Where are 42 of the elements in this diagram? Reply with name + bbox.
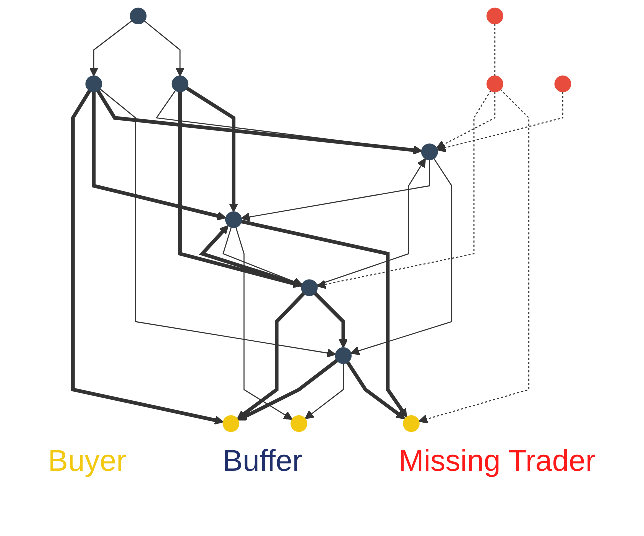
category-label: Missing Trader (399, 445, 596, 479)
node-circle (130, 8, 147, 25)
arrow (144, 20, 185, 77)
node-circle (421, 144, 438, 160)
arrow (89, 20, 133, 77)
node-circle (86, 76, 102, 92)
arrow (346, 361, 406, 420)
arrow (71, 90, 224, 425)
arrow (314, 292, 348, 348)
arrow (316, 90, 492, 290)
arrow (238, 359, 338, 421)
arrow (350, 158, 453, 356)
arrow (186, 86, 238, 213)
arrow (199, 225, 303, 288)
category-label: Buffer (223, 445, 303, 479)
arrow (316, 158, 426, 286)
arrow (156, 90, 422, 155)
arrow (241, 220, 408, 418)
connector (494, 24, 496, 76)
arrow (236, 227, 293, 420)
arrow (304, 364, 344, 420)
arrow (92, 92, 227, 221)
node-circle (486, 76, 504, 92)
category-label: Buyer (48, 445, 127, 479)
node-circle (225, 212, 242, 228)
node-circle (335, 348, 352, 364)
node-circle (486, 8, 504, 25)
node-circle (290, 415, 308, 432)
arrow (178, 92, 302, 288)
node-circle (172, 76, 189, 92)
arrow (241, 160, 430, 222)
arrow (436, 92, 564, 153)
arrow (96, 90, 422, 155)
arrow (237, 292, 306, 420)
arrow (418, 89, 530, 424)
arrow (100, 88, 336, 358)
node-circle (301, 280, 318, 296)
arrow (436, 92, 496, 149)
arrow (222, 227, 303, 286)
node-circle (403, 415, 420, 432)
node-circle (222, 415, 240, 432)
node-circle (554, 76, 572, 92)
